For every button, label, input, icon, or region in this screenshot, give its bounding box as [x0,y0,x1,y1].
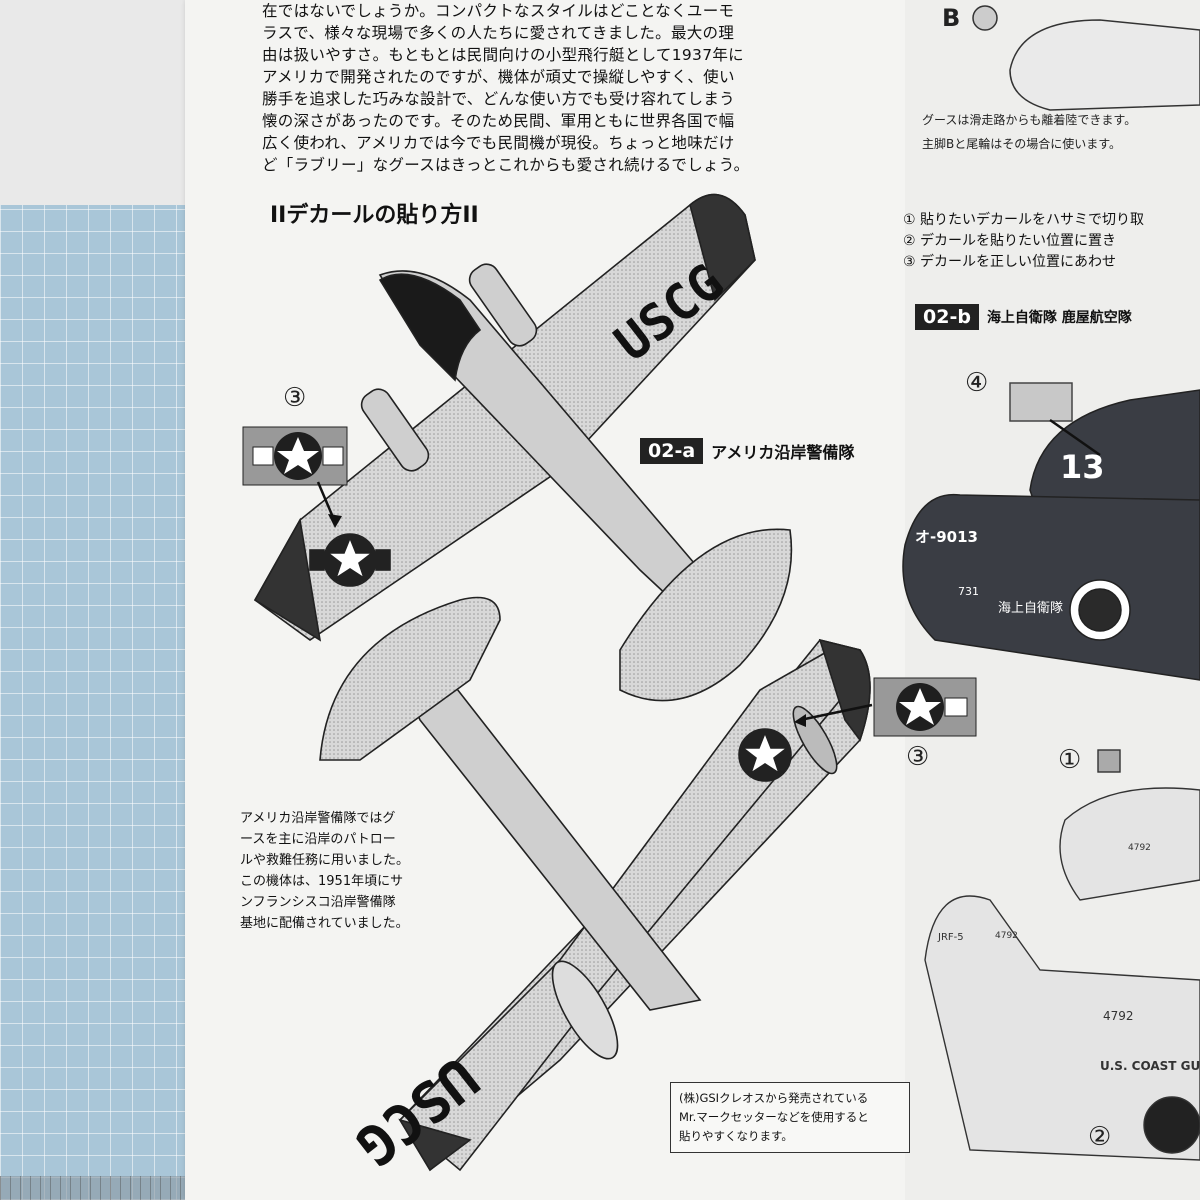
callout-two: ② [1088,1122,1112,1152]
variant-a-code: 02-a [640,438,704,464]
variant-a-header: 02-a アメリカ沿岸警備隊 [640,438,854,464]
note-line: 貼りやすくなります。 [679,1129,793,1143]
variant-b-code: 02-b [915,304,979,330]
step-item: ① 貼りたいデカールをハサミで切り取 [903,212,1144,228]
note-line: (株)GSIクレオスから発売されている [679,1091,869,1105]
jmsdf-aircraft [902,382,1200,681]
intro-line: アメリカで開発されたのですが、機体が頑丈で操縦しやすく、使い [262,68,735,86]
jmsdf-small-number: 731 [958,585,979,598]
decal-section-title: IIデカールの貼り方II [270,203,479,228]
jmsdf-serial: オ-9013 [915,528,978,546]
decal-sample-roundel-left [242,426,348,528]
gear-note-line: 主脚Bと尾輪はその場合に使います。 [922,137,1122,151]
intro-line: ど「ラブリー」なグースはきっとこれからも愛され続けるでしょう。 [262,156,750,174]
uscg-serial: 4792 [1103,1009,1134,1023]
intro-line: 在ではないでしょうか。コンパクトなスタイルはどことなくユーモ [262,2,735,20]
variant-b-label: 海上自衛隊 鹿屋航空隊 [986,310,1132,326]
intro-paragraph: 在ではないでしょうか。コンパクトなスタイルはどことなくユーモ ラスで、様々な現場… [262,0,892,176]
uscg-description: アメリカ沿岸警備隊ではグ ースを主に沿岸のパトロー ルや救難任務に用いました。 … [240,808,450,934]
landing-gear-drawing [972,5,1200,111]
description-line: ンフランシスコ沿岸警備隊 [240,895,396,910]
callout-four: ④ [965,368,989,398]
step-item: ② デカールを貼りたい位置に置き [903,233,1117,249]
uscg-fin-serial: 4792 [995,931,1018,941]
description-line: ースを主に沿岸のパトロー [240,832,396,847]
step-item: ③ デカールを正しい位置にあわせ [903,254,1117,270]
description-line: アメリカ沿岸警備隊ではグ [240,811,396,826]
callout-three-right: ③ [906,742,930,772]
jmsdf-hull-text: 海上自衛隊 [998,600,1063,616]
gear-label: B [942,4,960,32]
intro-line: 由は扱いやすさ。もともとは民間向けの小型飛行艇として1937年に [262,46,744,64]
uscg-hull-text: U.S. COAST GUAR [1100,1059,1200,1073]
aircraft-bottom-view [319,596,871,1172]
gear-note-line: グースは滑走路からも離着陸できます。 [922,113,1137,127]
uscg-type: JRF-5 [937,932,964,943]
decal-sample-roundel-right [794,677,977,737]
decal-steps: ① 貼りたいデカールをハサミで切り取 ② デカールを貼りたい位置に置き ③ デカ… [903,210,1144,273]
mark-setter-note: (株)GSIクレオスから発売されている Mr.マークセッターなどを使用すると 貼… [670,1082,910,1153]
uscg-side-view [924,749,1200,1161]
description-line: 基地に配備されていました。 [240,916,409,931]
gear-note: グースは滑走路からも離着陸できます。 主脚Bと尾輪はその場合に使います。 [922,108,1136,156]
intro-line: ラスで、様々な現場で多くの人たちに愛されてきました。最大の理 [262,24,735,42]
variant-a-label: アメリカ沿岸警備隊 [711,443,855,462]
intro-line: 広く使われ、アメリカでは今でも民間機が現役。ちょっと地味だけ [262,134,735,152]
intro-line: 懐の深さがあったのです。そのため民間、軍用ともに世界各国で幅 [262,112,735,130]
description-line: ルや救難任務に用いました。 [240,853,410,868]
callout-one: ① [1058,745,1082,775]
intro-line: 勝手を追求した巧みな設計で、どんな使い方でも受け容れてしまう [262,90,735,108]
jmsdf-nose-number: 13 [1060,448,1105,486]
description-line: この機体は、1951年頃にサ [240,874,404,889]
uscg-float-serial: 4792 [1128,843,1151,853]
aircraft-top-view [253,193,793,702]
note-line: Mr.マークセッターなどを使用すると [679,1110,869,1124]
variant-b-header: 02-b 海上自衛隊 鹿屋航空隊 [915,304,1132,330]
callout-three-left: ③ [283,383,307,413]
